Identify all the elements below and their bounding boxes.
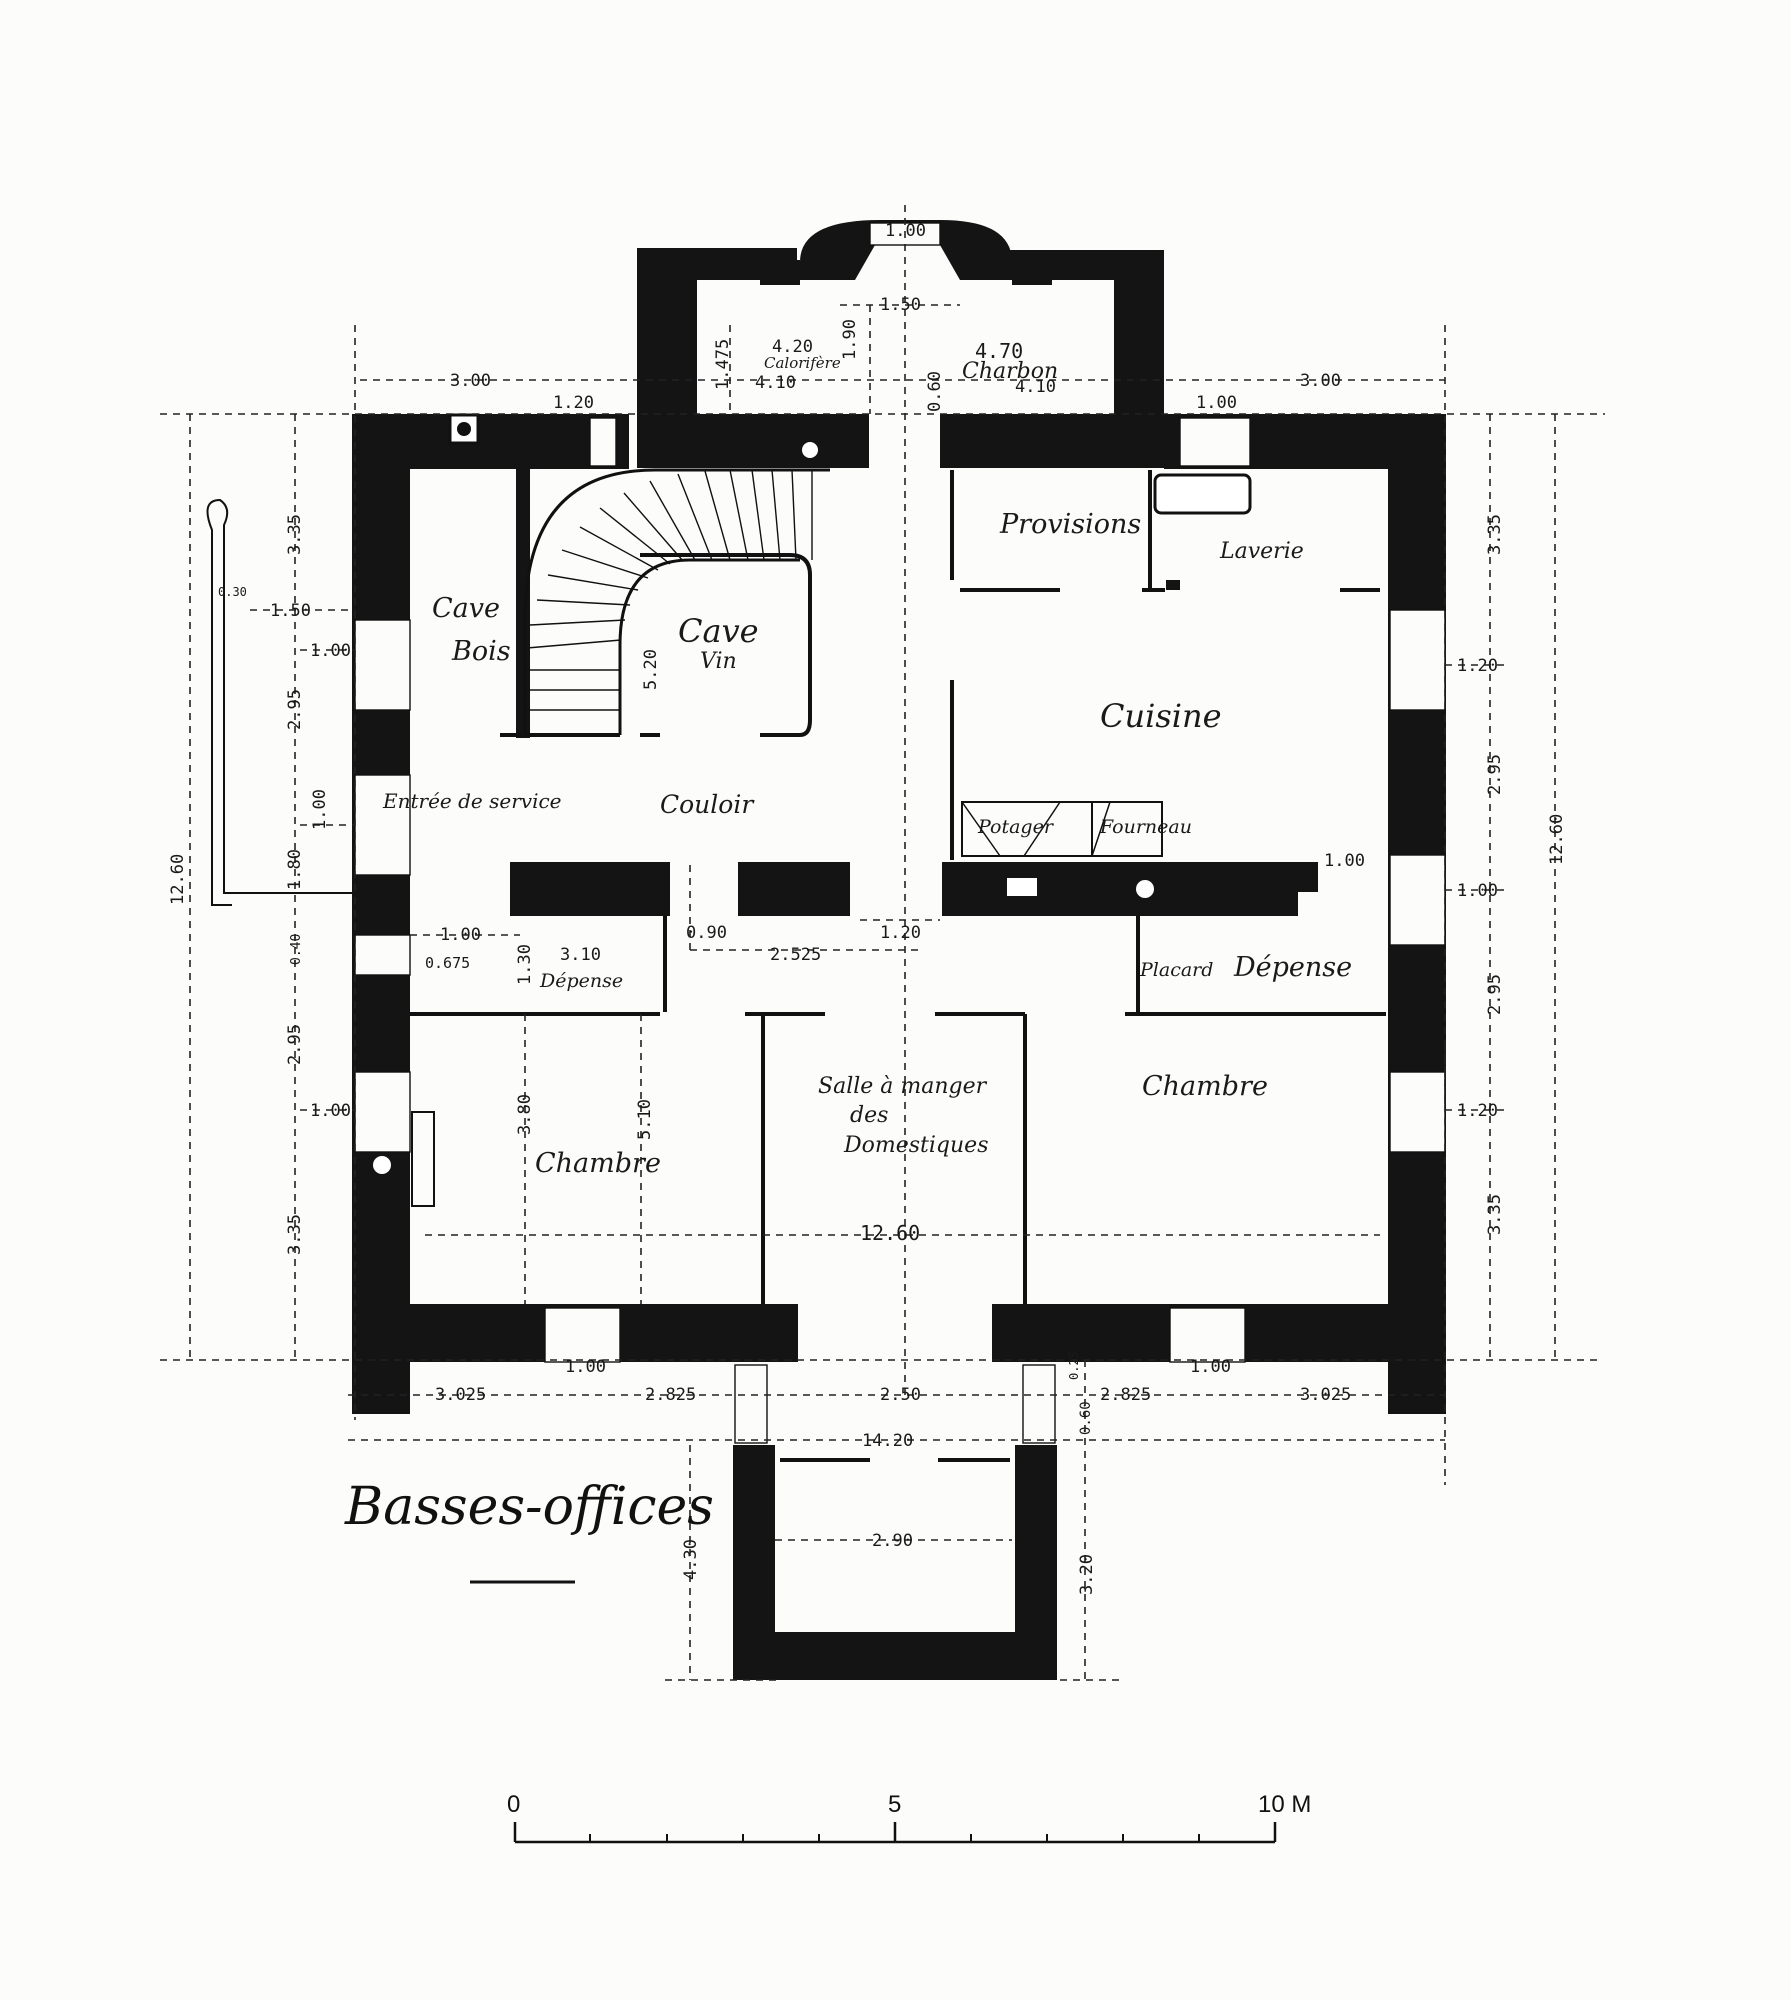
laverie-label: Laverie <box>1219 539 1304 564</box>
dim-bot-3025-l: 3.025 <box>435 1385 486 1405</box>
scale-bar: 0 5 10 M <box>507 1791 1311 1844</box>
partitions <box>410 470 1386 1462</box>
dim-inner-total: 12.60 <box>860 1221 920 1245</box>
dim-corr-120: 1.20 <box>880 923 921 943</box>
dim-chambre-h: 3.80 <box>515 1094 535 1135</box>
dimension-labels: 3.00 3.00 1.20 1.00 1.50 1.90 4.20 4.10 … <box>168 221 1567 1595</box>
fixtures <box>373 413 1252 1207</box>
staircase <box>523 468 830 735</box>
entree-label: Entrée de service <box>382 789 562 813</box>
dim-depense-h: 1.30 <box>515 944 535 985</box>
dim-dep-0675: 0.675 <box>425 954 470 972</box>
couloir-label: Couloir <box>660 790 755 819</box>
chambre-right-label: Chambre <box>1142 1071 1268 1102</box>
dim-char-depth: 0.60 <box>925 371 945 412</box>
dim-bot-total: 14.20 <box>862 1431 913 1451</box>
salle-label-1: Salle à manger <box>818 1074 988 1099</box>
dim-dep-100: 1.00 <box>440 925 481 945</box>
charbon-label: Charbon <box>962 359 1058 384</box>
chambre-left-label: Chambre <box>535 1148 661 1179</box>
dim-char-width: 4.70 <box>975 339 1023 363</box>
potager-label: Potager <box>977 816 1055 838</box>
room-labels: Cave Bois Cave Vin Provisions Laverie Cu… <box>382 354 1352 1179</box>
dim-right-total: 12.60 <box>1547 814 1567 865</box>
dim-left-total: 12.60 <box>168 854 188 905</box>
dim-right-335-bot: 3.35 <box>1485 1194 1505 1235</box>
dim-right-win3: 1.20 <box>1457 1101 1498 1121</box>
dim-right-295b: 2.95 <box>1485 974 1505 1015</box>
windows <box>354 222 1446 1444</box>
provisions-label: Provisions <box>999 509 1141 540</box>
dim-left-295b: 2.95 <box>285 1024 305 1065</box>
dim-right-295: 2.95 <box>1485 754 1505 795</box>
scale-end: 10 M <box>1258 1791 1311 1818</box>
cave-bois-label-2: Bois <box>451 636 511 667</box>
dim-cave-stair: 5.20 <box>641 649 661 690</box>
exterior-railing <box>206 498 352 906</box>
dim-left-335-bot: 3.35 <box>285 1214 305 1255</box>
dim-left-030: 0.30 <box>218 585 247 599</box>
dim-corr-2525: 2.525 <box>770 945 821 965</box>
dim-porch-h-l: 4.30 <box>681 1539 701 1580</box>
dim-corr-090: 0.90 <box>686 923 727 943</box>
dim-left-295: 2.95 <box>285 689 305 730</box>
dim-right-335-top: 3.35 <box>1485 514 1505 555</box>
dim-top-left: 3.00 <box>450 371 491 391</box>
calorifere-label: Calorifère <box>764 354 841 372</box>
dim-right-win1: 1.20 <box>1457 656 1498 676</box>
dimension-lines <box>160 205 1605 1681</box>
dim-bot-025: 0.25 <box>1067 1351 1081 1380</box>
cave-bois-label-1: Cave <box>432 593 500 624</box>
salle-label-3: Domestiques <box>843 1133 989 1158</box>
dim-laverie-win: 1.00 <box>1196 393 1237 413</box>
dim-left-win1: 1.00 <box>310 641 351 661</box>
depense-right-label: Dépense <box>1233 952 1352 983</box>
dim-bot-2825-l: 2.825 <box>645 1385 696 1405</box>
dim-cal-depth: 1.475 <box>713 339 733 390</box>
cave-vin-label-2: Vin <box>700 649 737 674</box>
dim-left-150: 1.50 <box>270 601 311 621</box>
dim-left-door: 1.00 <box>310 789 330 830</box>
scale-mid: 5 <box>888 1791 901 1818</box>
dim-left-335-top: 3.35 <box>285 514 305 555</box>
dim-cal-width2: 4.10 <box>755 373 796 393</box>
plan-title: Basses-offices <box>344 1477 714 1537</box>
cuisine-label: Cuisine <box>1100 697 1222 735</box>
dim-porch-w: 2.90 <box>872 1531 913 1551</box>
dim-top-right: 3.00 <box>1300 371 1341 391</box>
dim-bot-3025-r: 3.025 <box>1300 1385 1351 1405</box>
dim-right-win2: 1.00 <box>1457 881 1498 901</box>
dim-bot-2825-r: 2.825 <box>1100 1385 1151 1405</box>
placard-label: Placard <box>1139 959 1213 981</box>
dim-char-width2: 4.10 <box>1015 377 1056 397</box>
dim-right-100: 1.00 <box>1324 851 1365 871</box>
scale-start: 0 <box>507 1791 520 1818</box>
depense-left-label: Dépense <box>539 970 623 992</box>
dim-cal-width: 4.20 <box>772 337 813 357</box>
dim-bay-depth: 1.90 <box>840 319 860 360</box>
salle-label-2: des <box>850 1103 888 1128</box>
dim-bot-win-r: 1.00 <box>1190 1357 1231 1377</box>
dim-depense-w: 3.10 <box>560 945 601 965</box>
dim-left-180: 1.80 <box>285 849 305 890</box>
dim-bot-060: 0.60 <box>1078 1401 1094 1435</box>
dim-top-door: 1.20 <box>553 393 594 413</box>
dim-bot-250: 2.50 <box>880 1385 921 1405</box>
dim-bot-win-l: 1.00 <box>565 1357 606 1377</box>
dim-porch-h-r: 3.20 <box>1077 1554 1097 1595</box>
fourneau-label: Fourneau <box>1099 816 1192 838</box>
dim-chambre-h2: 5.10 <box>635 1099 655 1140</box>
dim-left-040: 0.40 <box>289 934 304 965</box>
dim-left-win2: 1.00 <box>310 1101 351 1121</box>
cave-vin-label-1: Cave <box>678 612 759 650</box>
dim-bay-top: 1.00 <box>885 221 926 241</box>
dim-bay-width: 1.50 <box>880 295 921 315</box>
